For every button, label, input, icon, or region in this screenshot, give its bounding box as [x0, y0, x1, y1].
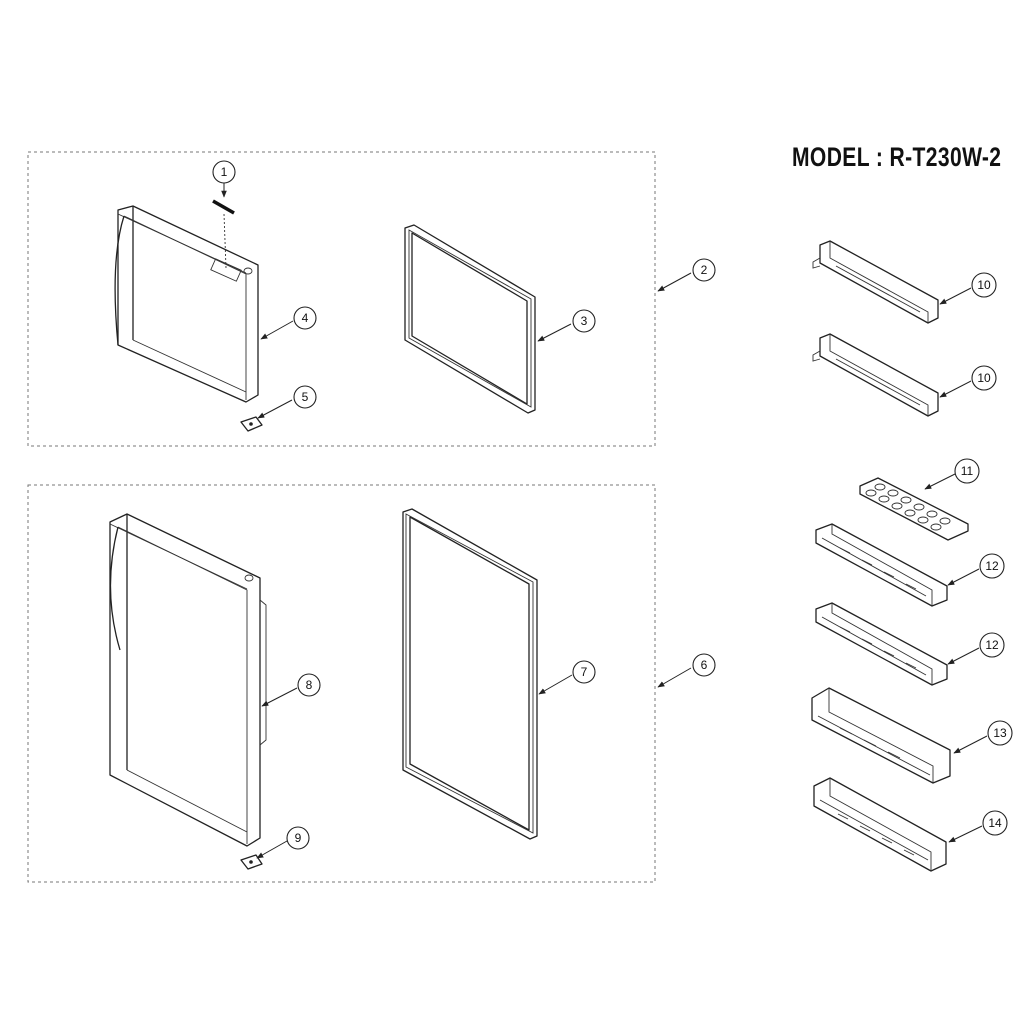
callout-8: 8 — [297, 673, 321, 697]
svg-text:12: 12 — [985, 638, 999, 652]
part-13-bottle-shelf — [811, 687, 951, 784]
callout-13: 13 — [987, 720, 1013, 746]
callout-2: 2 — [692, 258, 716, 282]
part-10-shelf-upper — [812, 240, 939, 324]
callout-1: 1 — [212, 160, 236, 184]
callout-12-upper: 12 — [979, 553, 1005, 579]
svg-text:12: 12 — [985, 559, 999, 573]
part-7-lower-gasket — [402, 508, 538, 840]
part-3-upper-gasket — [404, 224, 536, 414]
svg-text:4: 4 — [302, 311, 309, 325]
part-5-upper-hinge — [240, 416, 263, 432]
svg-text:9: 9 — [295, 831, 302, 845]
callout-6: 6 — [692, 653, 716, 677]
upper-door-assembly-frame — [27, 151, 656, 447]
part-11-egg-tray — [859, 477, 969, 541]
callout-4: 4 — [293, 306, 317, 330]
svg-text:13: 13 — [993, 726, 1007, 740]
callout-10-lower: 10 — [971, 365, 997, 391]
lower-door-assembly-frame — [27, 484, 656, 883]
model-title: MODEL : R-T230W-2 — [792, 142, 1002, 172]
part-8-lower-door — [109, 513, 267, 847]
callout-9: 9 — [286, 826, 310, 850]
svg-text:14: 14 — [988, 816, 1002, 830]
svg-text:2: 2 — [701, 263, 708, 277]
svg-text:10: 10 — [977, 278, 991, 292]
part-14-bottle-shelf — [813, 777, 947, 872]
svg-text:10: 10 — [977, 371, 991, 385]
part-10-shelf-lower — [812, 333, 939, 417]
callout-5: 5 — [293, 385, 317, 409]
part-1-badge — [212, 199, 235, 269]
part-12-shelf-upper — [815, 523, 948, 607]
part-12-shelf-lower — [815, 602, 948, 686]
leader-lines — [221, 182, 988, 859]
part-9-lower-hinge — [240, 854, 263, 870]
svg-text:11: 11 — [961, 464, 974, 478]
callout-12-lower: 12 — [979, 632, 1005, 658]
svg-text:1: 1 — [221, 165, 228, 179]
part-4-upper-door — [114, 205, 259, 403]
svg-text:3: 3 — [581, 314, 588, 328]
callout-7: 7 — [572, 660, 596, 684]
callout-3: 3 — [572, 309, 596, 333]
svg-text:6: 6 — [701, 658, 708, 672]
callout-14: 14 — [982, 810, 1008, 836]
callout-11: 11 — [954, 458, 980, 484]
svg-text:5: 5 — [302, 390, 309, 404]
svg-text:7: 7 — [581, 665, 588, 679]
callout-10-upper: 10 — [971, 272, 997, 298]
svg-text:8: 8 — [306, 678, 313, 692]
